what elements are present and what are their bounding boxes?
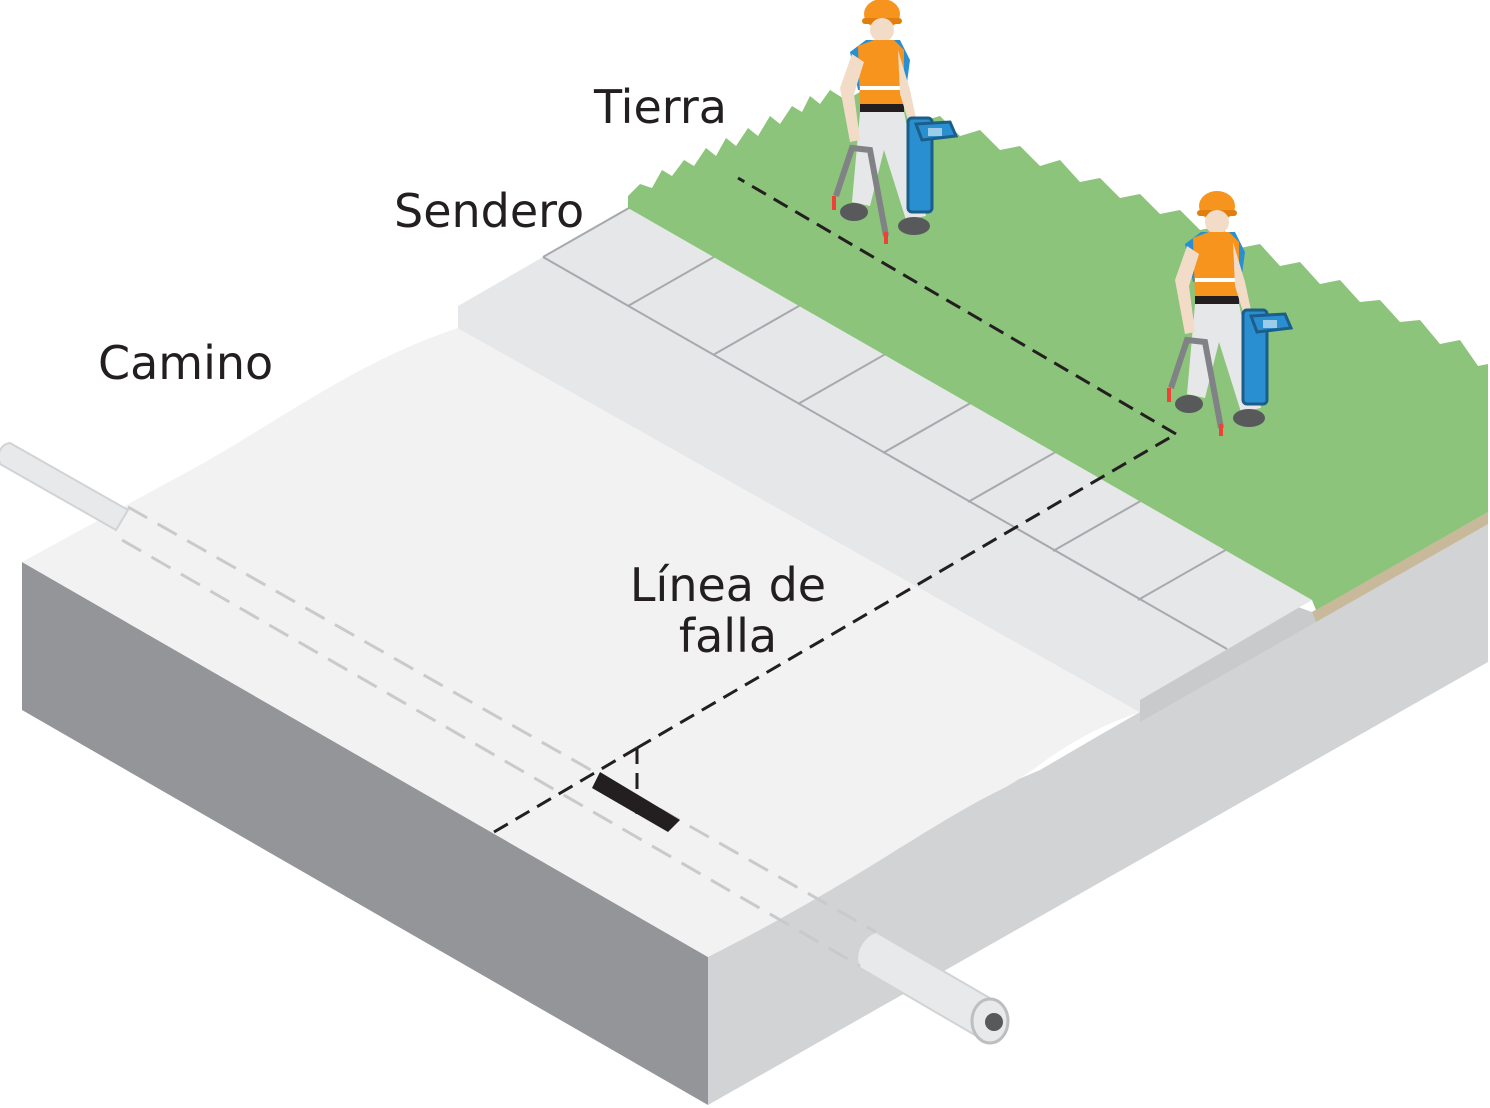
grass-side-strip bbox=[1312, 512, 1488, 622]
grass-surface bbox=[628, 90, 1488, 610]
cable-locator-icon bbox=[1241, 308, 1294, 406]
label-sendero: Sendero bbox=[394, 184, 585, 238]
pipe-icon bbox=[0, 441, 1010, 1045]
ground-block-left-face bbox=[22, 562, 708, 1105]
label-camino: Camino bbox=[98, 336, 274, 390]
worker-icon bbox=[832, 0, 959, 244]
label-tierra: Tierra bbox=[594, 80, 727, 134]
label-linea-line2: falla bbox=[678, 608, 778, 663]
label-linea-de-falla: Línea de falla bbox=[628, 560, 828, 661]
cable-locator-icon bbox=[906, 116, 959, 214]
road-surface bbox=[22, 328, 1140, 957]
worker-icon bbox=[1167, 191, 1294, 436]
label-linea-line1: Línea de bbox=[629, 558, 827, 612]
sidewalk-surface bbox=[458, 208, 1312, 712]
fault-trace-line bbox=[493, 176, 1177, 834]
